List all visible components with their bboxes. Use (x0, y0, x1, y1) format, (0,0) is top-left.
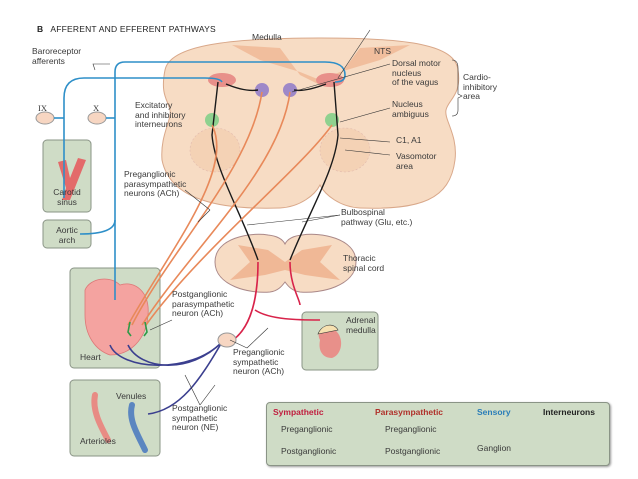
sympathetic-postganglionic (109, 341, 223, 415)
interneuron-line (225, 83, 259, 92)
label-interneurons: Excitatory and inhibitory interneurons (135, 100, 186, 129)
legend-interneurons-title: Interneurons (543, 407, 595, 417)
label-nerve-ix: IX (38, 103, 47, 113)
sym-pre-line (254, 309, 321, 321)
arteriole-illustration (91, 392, 111, 443)
label-baroreceptor-afferents: Baroreceptor afferents (32, 46, 82, 66)
parasym-pre-line (141, 91, 291, 326)
sym-pre-line (289, 261, 301, 306)
leader-line (339, 137, 391, 143)
sensory-line (114, 61, 346, 300)
legend: Sympathetic Preganglionic Postganglionic… (266, 402, 610, 466)
interneuron-line (211, 81, 259, 261)
nts-left (208, 73, 236, 87)
legend-parasympathetic-title: Parasympathetic (375, 407, 444, 417)
leader-line (149, 319, 173, 331)
label-thoracic-spinal-cord: Thoracic spinal cord (343, 253, 385, 273)
label-venules: Venules (116, 391, 147, 401)
interneuron-line (293, 83, 327, 92)
label-arterioles: Arterioles (80, 436, 116, 446)
label-adrenal-medulla: Adrenal medulla (346, 315, 376, 335)
dorsal-motor-nucleus-right (283, 83, 297, 97)
interneuron-line (289, 81, 339, 261)
legend-sympathetic-title: Sympathetic (273, 407, 324, 417)
leader-line (339, 107, 391, 123)
leader-line (246, 327, 269, 349)
carotid-sinus-illustration (58, 158, 86, 200)
leader-line (184, 374, 201, 406)
label-postganglionic-sympathetic: Postganglionic sympathetic neuron (NE) (172, 403, 228, 432)
legend-sympathetic-pre: Preganglionic (281, 424, 333, 434)
parasym-post-line (127, 321, 132, 337)
label-preganglionic-parasympathetic: Preganglionic parasympathetic neurons (A… (124, 169, 187, 198)
label-postganglionic-parasympathetic: Postganglionic parasympathetic neuron (A… (172, 289, 235, 318)
legend-sensory-title: Sensory (477, 407, 511, 417)
leader-line (246, 214, 341, 226)
leader-line (184, 189, 211, 211)
label-cardioinhibitory-area: Cardio- inhibitory area (463, 72, 498, 101)
leader-line (301, 214, 341, 223)
label-nucleus-ambiguus: Nucleus ambiguus (392, 99, 429, 119)
legend-parasympathetic-post: Postganglionic (385, 446, 441, 456)
parasympathetic-preganglionic (127, 91, 333, 326)
interneuron-pathways (211, 81, 339, 261)
legend-ganglion-label: Ganglion (477, 443, 512, 453)
leader-line (291, 63, 391, 93)
sym-post-line (127, 341, 223, 367)
label-nts: NTS (374, 46, 391, 56)
adrenal-illustration (318, 328, 342, 358)
nerve-ix-ganglion (35, 111, 55, 125)
sensory-line (63, 77, 223, 198)
label-medulla: Medulla (252, 32, 282, 42)
parasym-pre-line (131, 91, 263, 326)
legend-parasympathetic-pre: Preganglionic (385, 424, 437, 434)
leader-line (197, 209, 211, 223)
parasym-pre-line (145, 124, 333, 326)
parasym-pre-line (127, 124, 218, 326)
leader-line (92, 63, 110, 71)
label-c1-a1: C1, A1 (396, 135, 422, 145)
sensory-pathways (54, 61, 346, 300)
label-preganglionic-sympathetic: Preganglionic sympathetic neuron (ACh) (233, 347, 285, 376)
parasym-post-line (143, 321, 148, 337)
sensory-line (79, 219, 116, 235)
label-heart: Heart (80, 352, 101, 362)
cardio-bracket (451, 59, 463, 117)
adrenal-cap (317, 324, 339, 335)
nucleus-ambiguus-right (325, 113, 339, 127)
nucleus-ambiguus-left (205, 113, 219, 127)
parasympathetic-postganglionic (127, 321, 148, 337)
label-carotid-sinus: Carotid sinus (53, 187, 81, 207)
dorsal-motor-nucleus-left (255, 83, 269, 97)
label-dorsal-motor-nucleus: Dorsal motor nucleus of the vagus (392, 58, 441, 87)
medulla-fourth-ventricle (232, 45, 410, 85)
label-aortic-arch: Aortic arch (56, 225, 78, 245)
nts-right (316, 73, 344, 87)
label-vasomotor-area: Vasomotor area (396, 151, 437, 171)
medulla-section (161, 37, 460, 209)
legend-sympathetic-post: Postganglionic (281, 446, 337, 456)
venule-illustration (128, 402, 148, 453)
leader-line (337, 29, 371, 79)
leader-line (344, 149, 391, 156)
leader-line (199, 384, 216, 406)
sympathetic-ganglion (217, 332, 237, 348)
label-bulbospinal-pathway: Bulbospinal pathway (Glu, etc.) (341, 207, 413, 227)
nerve-x-ganglion (87, 111, 107, 125)
sym-post-line (147, 341, 223, 415)
label-nerve-x: X (93, 103, 100, 113)
leader-line (229, 339, 248, 349)
leader-lines (92, 29, 463, 406)
